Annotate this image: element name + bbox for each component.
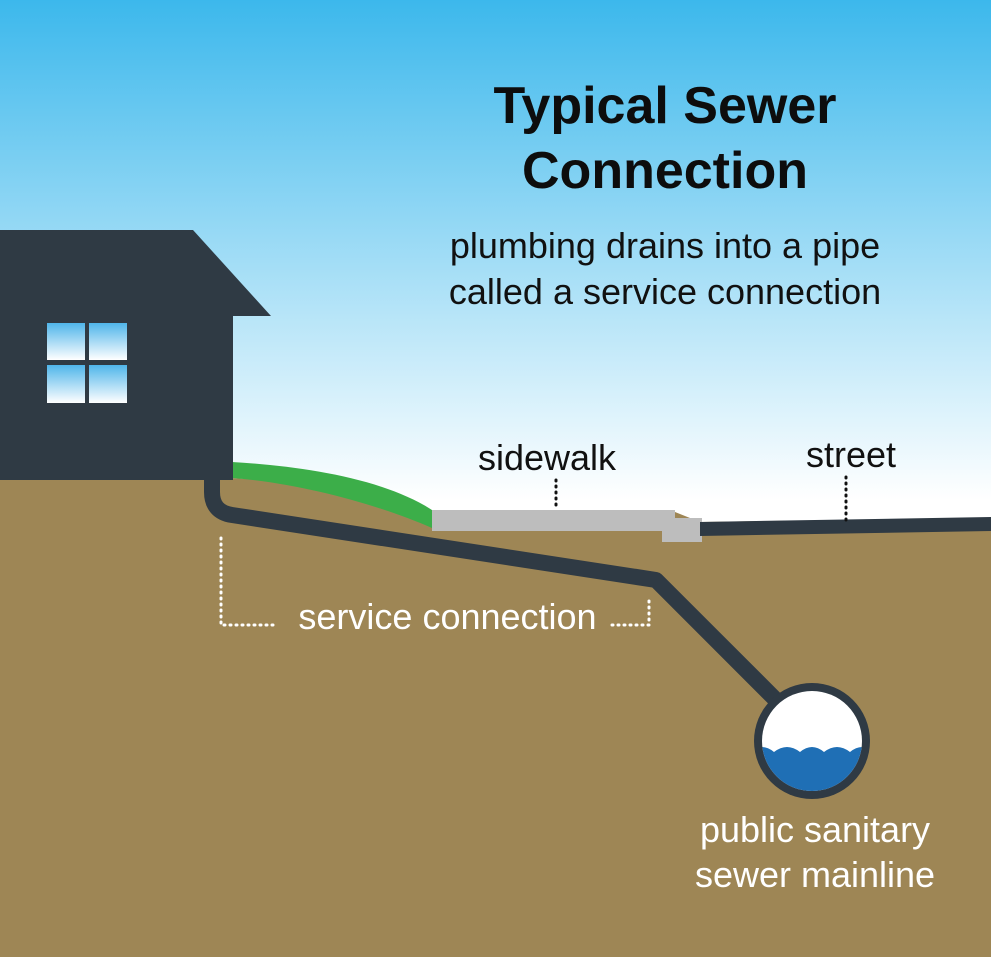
- ground: [0, 478, 991, 957]
- street: [700, 517, 991, 536]
- service-connection-bracket-right: [610, 596, 651, 627]
- street-label: street: [806, 434, 897, 475]
- sidewalk: [432, 510, 702, 542]
- leader-lines: [219, 475, 848, 627]
- title-line-2: Connection: [522, 142, 808, 200]
- service-connection-pipe: [204, 478, 788, 712]
- subtitle-line-2: called a service connection: [448, 271, 882, 312]
- title-line-1: Typical Sewer: [493, 77, 837, 135]
- service-connection-bracket-left: [219, 536, 276, 627]
- sidewalk-label: sidewalk: [478, 437, 617, 478]
- service-connection-label: service connection: [298, 596, 597, 637]
- mainline-label-line-2: sewer mainline: [694, 854, 936, 895]
- grass: [232, 462, 435, 528]
- subtitle-line-1: plumbing drains into a pipe: [449, 225, 881, 266]
- window: [47, 323, 127, 403]
- mainline-pipe-icon: [754, 683, 870, 799]
- mainline-label-line-1: public sanitary: [699, 809, 931, 850]
